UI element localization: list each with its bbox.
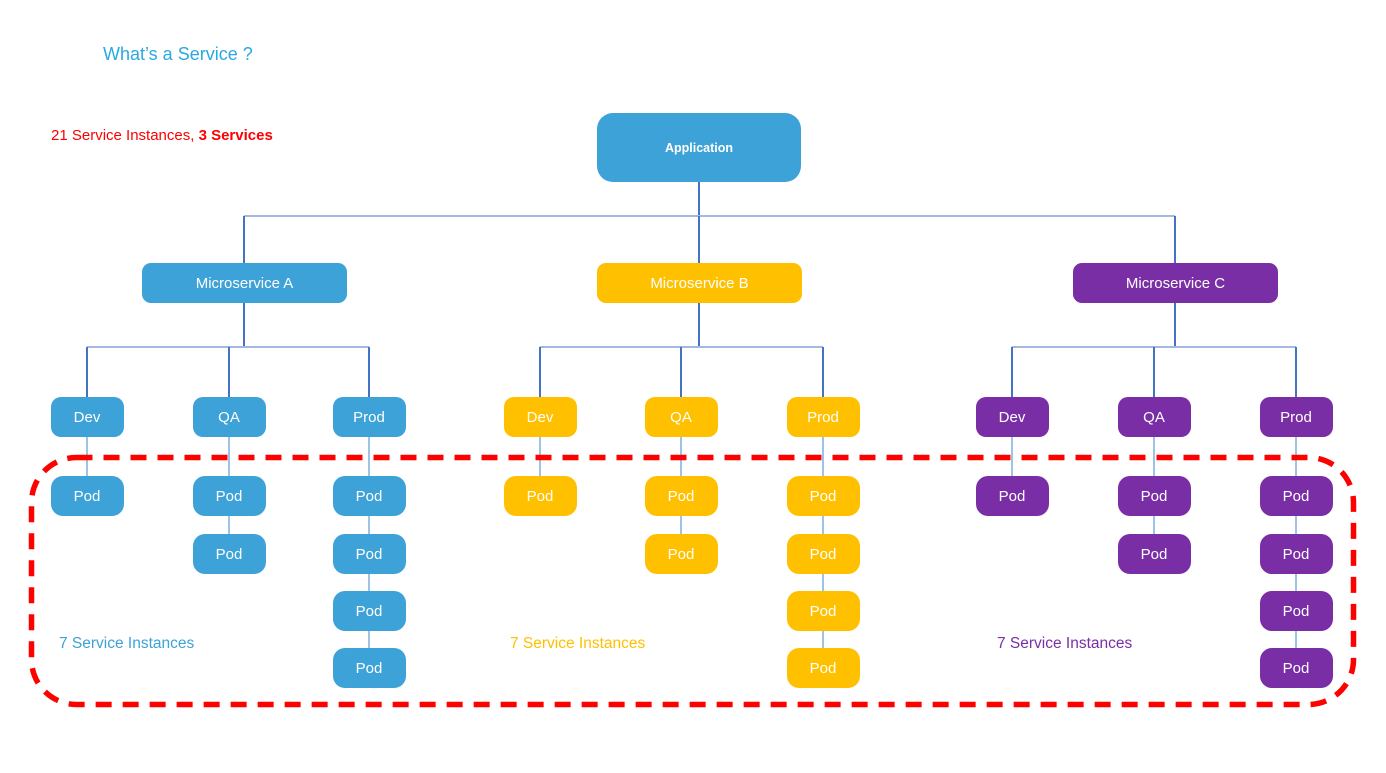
- environment-box: QA: [1117, 397, 1191, 437]
- environment-box: Prod: [332, 397, 406, 437]
- page-title: What’s a Service ?: [103, 44, 253, 64]
- pod-box: Pod: [1259, 648, 1333, 688]
- pod-box: Pod: [192, 534, 266, 574]
- pod-box: Pod: [332, 476, 406, 516]
- pod-box: Pod: [503, 476, 577, 516]
- pod-box: Pod: [50, 476, 124, 516]
- instances-label: 7 Service Instances: [510, 635, 646, 652]
- environment-box: QA: [644, 397, 718, 437]
- summary-prefix: 21 Service Instances,: [51, 127, 199, 144]
- environment-box: Prod: [786, 397, 860, 437]
- microservice-box: Microservice C: [1073, 263, 1278, 303]
- pod-box: Pod: [332, 648, 406, 688]
- pod-box: Pod: [1117, 476, 1191, 516]
- summary-bold: 3 Services: [198, 127, 273, 144]
- microservice-box: Microservice A: [142, 263, 347, 303]
- pod-box: Pod: [1259, 476, 1333, 516]
- pod-box: Pod: [1259, 591, 1333, 631]
- summary-text: 21 Service Instances, 3 Services: [51, 127, 273, 144]
- environment-box: Prod: [1259, 397, 1333, 437]
- microservice-box: Microservice B: [597, 263, 802, 303]
- application-box: Application: [597, 113, 801, 182]
- pod-box: Pod: [644, 476, 718, 516]
- pod-box: Pod: [644, 534, 718, 574]
- pod-box: Pod: [975, 476, 1049, 516]
- environment-box: Dev: [975, 397, 1049, 437]
- instances-label: 7 Service Instances: [997, 635, 1133, 652]
- environment-box: QA: [192, 397, 266, 437]
- environment-box: Dev: [503, 397, 577, 437]
- pod-box: Pod: [192, 476, 266, 516]
- pod-box: Pod: [1117, 534, 1191, 574]
- pod-box: Pod: [332, 534, 406, 574]
- pod-box: Pod: [786, 476, 860, 516]
- pod-box: Pod: [332, 591, 406, 631]
- environment-box: Dev: [50, 397, 124, 437]
- pod-box: Pod: [1259, 534, 1333, 574]
- pod-box: Pod: [786, 591, 860, 631]
- instances-label: 7 Service Instances: [59, 635, 195, 652]
- pod-box: Pod: [786, 534, 860, 574]
- pod-box: Pod: [786, 648, 860, 688]
